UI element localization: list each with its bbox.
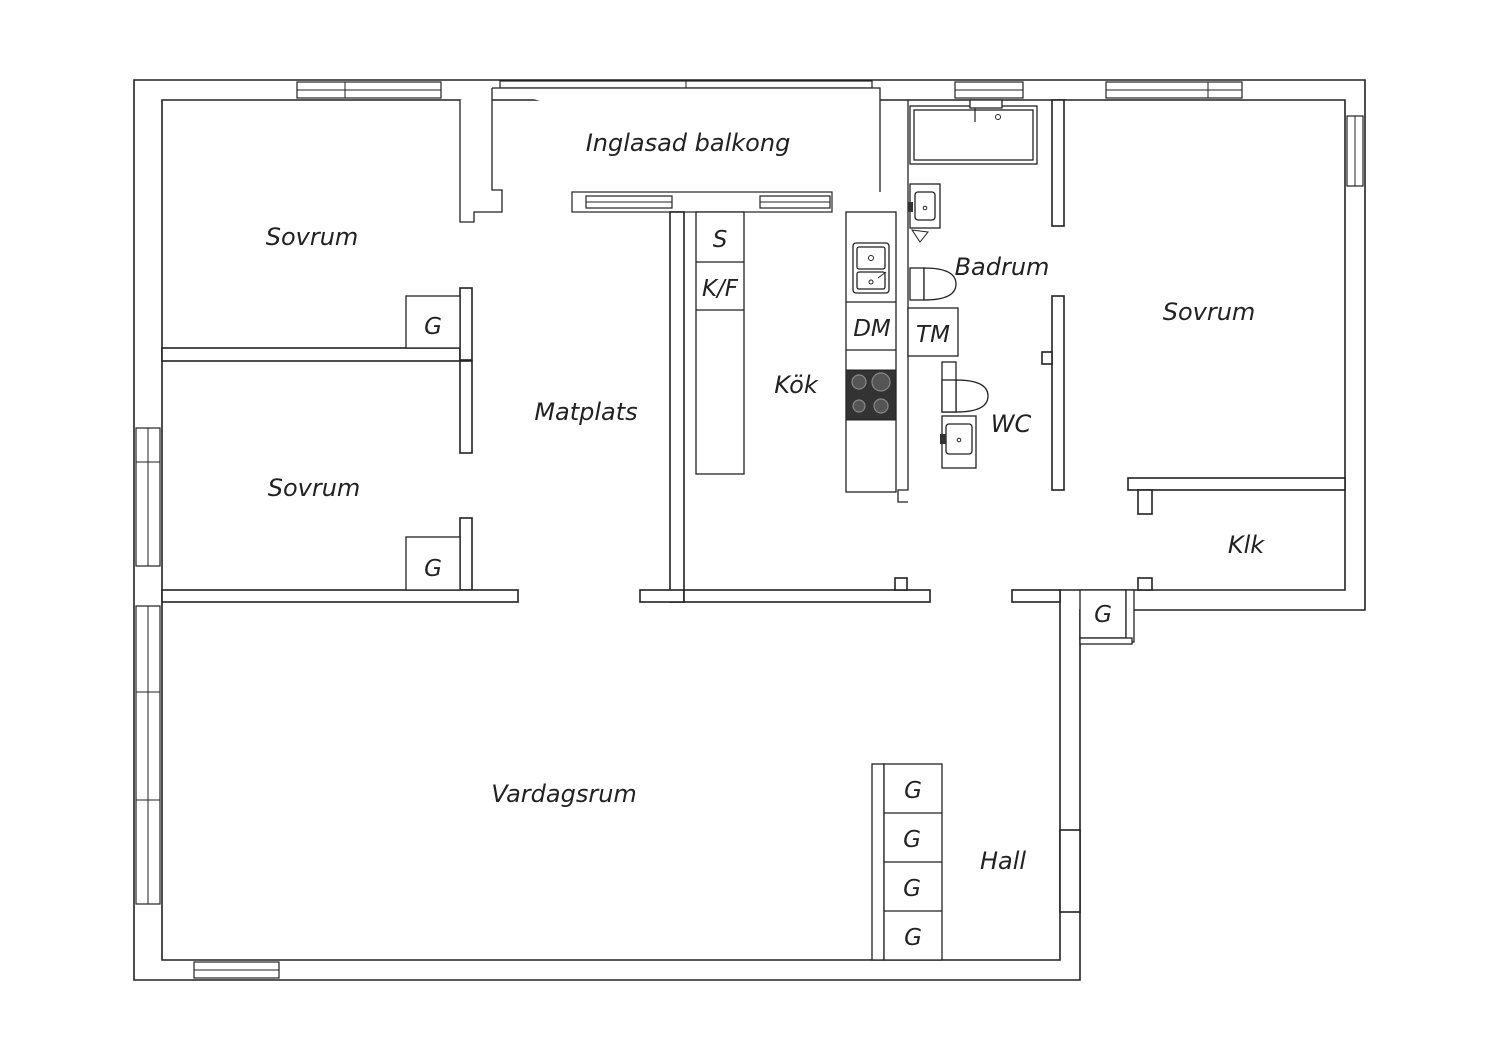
label-washing-machine: TM <box>916 322 950 348</box>
wc-toilet-icon <box>941 361 989 413</box>
label-balcony: Inglasad balkong <box>586 129 791 157</box>
toilet-icon <box>909 267 957 301</box>
label-bathroom: Badrum <box>955 253 1050 281</box>
room-labels: Inglasad balkong Sovrum Sovrum Sovrum Ma… <box>266 129 1266 875</box>
balcony-walls <box>459 87 881 223</box>
label-wardrobe-hall-1: G <box>904 778 922 804</box>
label-wardrobe-hall-2: G <box>903 827 921 853</box>
kitchen-fixtures <box>695 211 897 493</box>
label-fridge-freezer: K/F <box>702 276 739 302</box>
label-dining: Matplats <box>534 398 637 426</box>
washing-machine-box <box>907 307 959 357</box>
kitchen-sink-icon <box>852 242 890 294</box>
window-right <box>1346 115 1364 187</box>
label-bedroom-3: Sovrum <box>1163 298 1256 326</box>
window-top-right <box>1105 81 1243 99</box>
window-bottom <box>193 961 280 979</box>
bathroom-fixtures <box>907 99 1038 469</box>
bathtub-icon <box>909 99 1038 165</box>
fixture-labels: G G G G G G G S K/F DM TM <box>424 227 1112 951</box>
washbasin-icon <box>908 183 941 243</box>
wardrobes <box>405 295 1135 961</box>
label-dishwasher: DM <box>853 316 891 342</box>
window-top-left <box>296 81 442 99</box>
label-wardrobe-hall-4: G <box>904 925 922 951</box>
window-left-bedroom <box>135 427 161 567</box>
window-left-living <box>135 605 161 905</box>
label-kitchen: Kök <box>774 371 819 399</box>
interior-walls <box>161 99 1346 913</box>
label-wardrobe-hall-3: G <box>903 876 921 902</box>
label-wardrobe-entry: G <box>1094 602 1112 628</box>
counter-left <box>695 211 745 475</box>
windows <box>135 80 1364 979</box>
label-pantry: S <box>713 227 728 253</box>
window-bathroom <box>954 81 1024 99</box>
label-wardrobe-bedroom-1: G <box>424 314 442 340</box>
wc-washbasin-icon <box>940 415 977 469</box>
exterior-wall <box>133 79 1366 981</box>
label-wc: WC <box>991 410 1032 438</box>
label-bedroom-1: Sovrum <box>266 223 359 251</box>
stove-icon <box>845 369 897 421</box>
label-hall: Hall <box>980 847 1026 875</box>
label-walk-in-closet: Klk <box>1228 531 1265 559</box>
window-balcony <box>499 80 873 89</box>
label-living-room: Vardagsrum <box>491 780 637 808</box>
window-balcony-door <box>571 191 833 213</box>
label-bedroom-2: Sovrum <box>268 474 361 502</box>
label-wardrobe-bedroom-2: G <box>424 556 442 582</box>
